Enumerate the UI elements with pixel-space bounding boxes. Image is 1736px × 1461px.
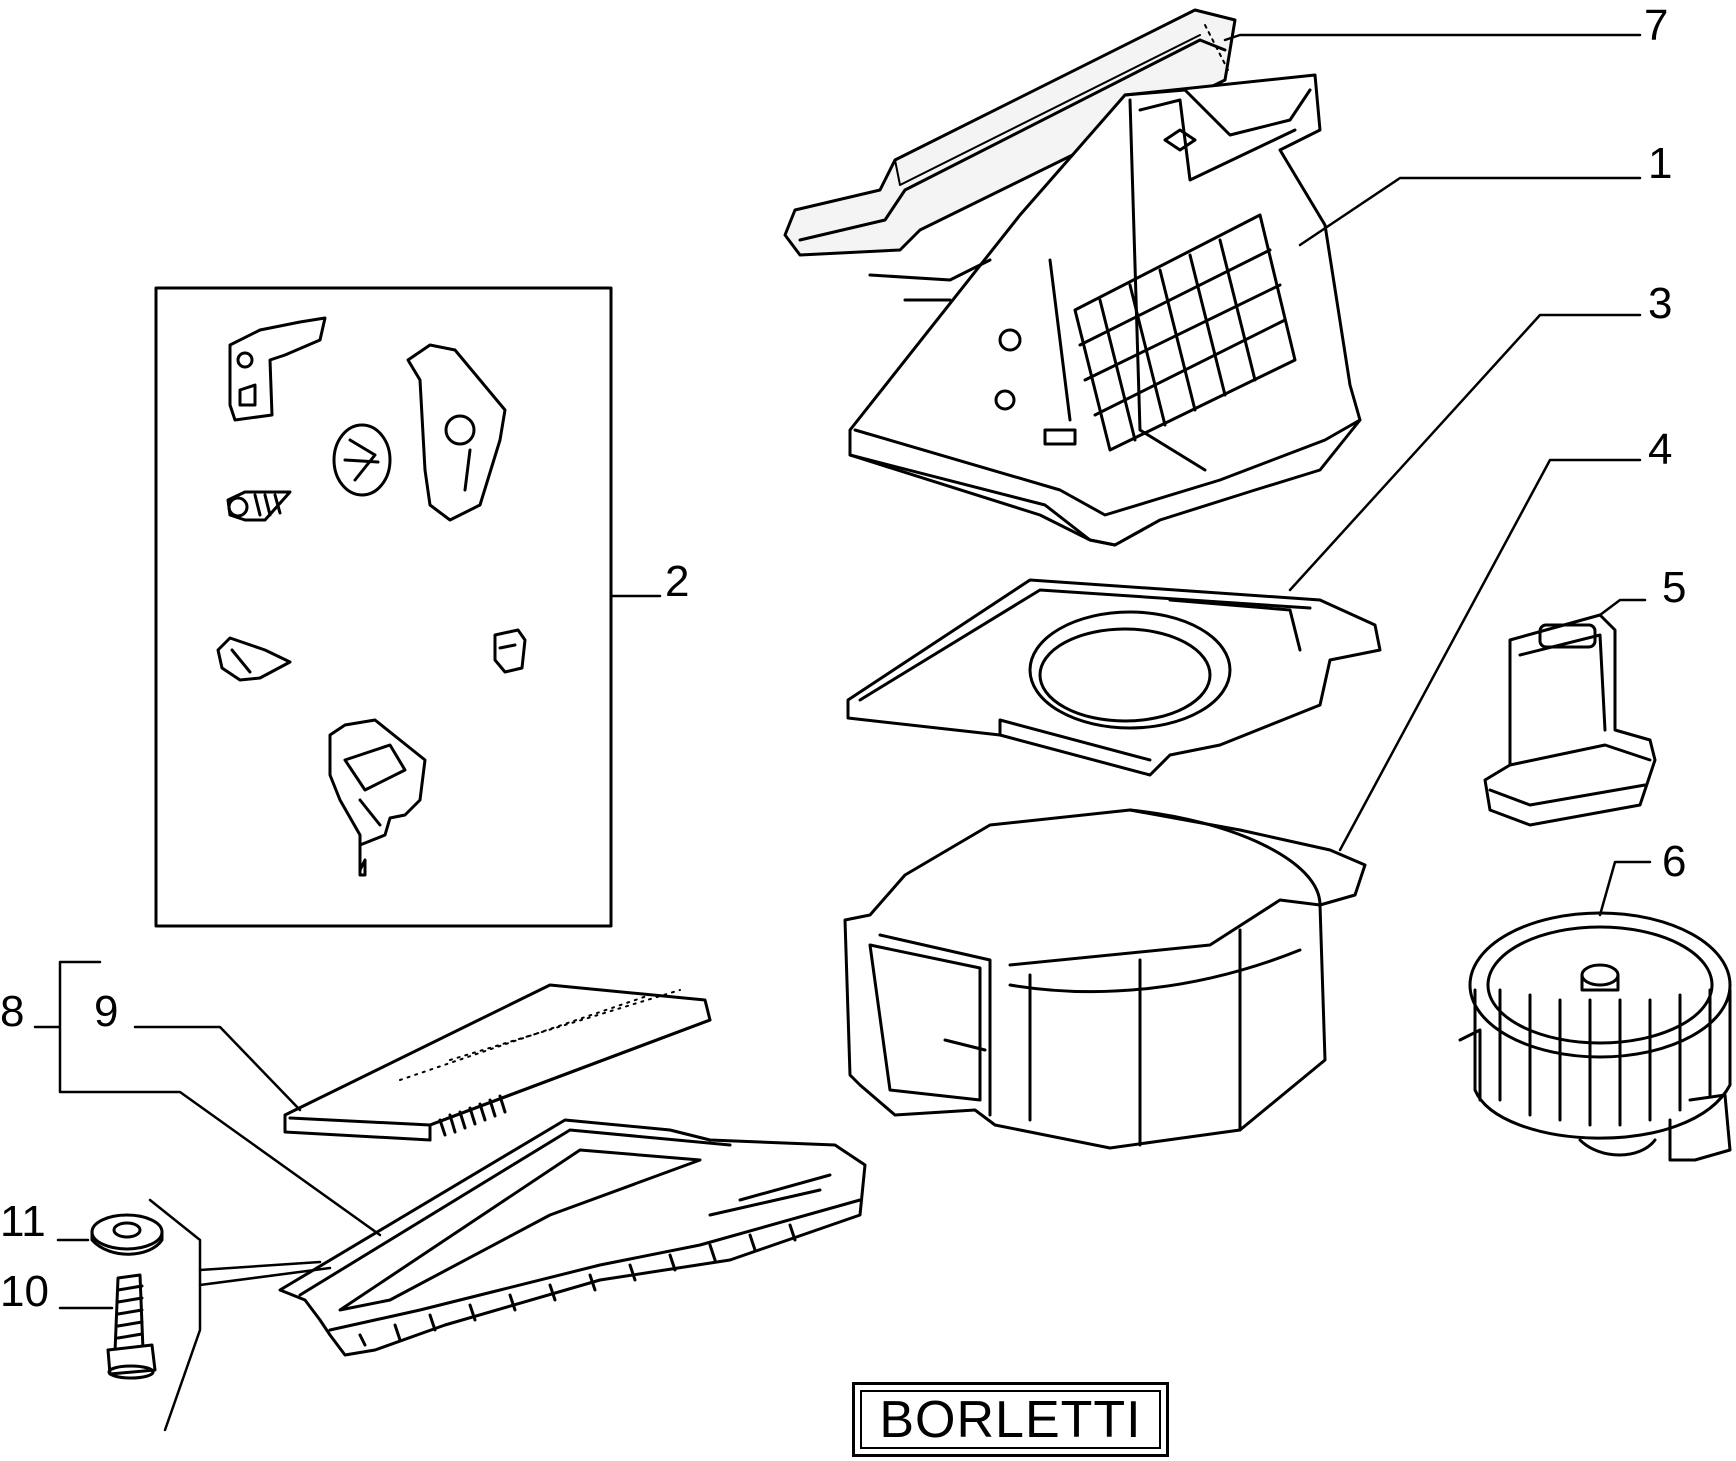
leader-lines: [33, 33, 1652, 1432]
part-11-washer: [90, 1213, 164, 1256]
part-7-foam-seal: [783, 8, 1237, 257]
part-10-screw: [106, 1273, 157, 1380]
leader-3: [1288, 313, 1642, 592]
callout-11: 11: [0, 1197, 46, 1246]
part-8-filter-tray: [278, 1118, 867, 1357]
callout-4: 4: [1648, 425, 1673, 474]
part-9-filter: [283, 983, 712, 1142]
part-5-resistor: [1483, 613, 1657, 827]
brand-label: BORLETTI: [879, 1390, 1142, 1449]
callout-3: 3: [1648, 279, 1673, 328]
leader-8: [33, 960, 382, 1237]
callout-5: 5: [1662, 563, 1687, 612]
callout-1: 1: [1648, 139, 1673, 188]
brand-label-box: BORLETTI: [852, 1382, 1169, 1457]
callout-9: 9: [94, 987, 119, 1036]
callout-6: 6: [1662, 837, 1687, 886]
callout-7: 7: [1644, 1, 1669, 50]
leader-5: [1598, 598, 1647, 617]
leader-7: [1223, 33, 1642, 42]
part-2-hardware-kit: [154, 286, 613, 928]
leader-4: [1338, 458, 1642, 852]
leader-9: [133, 1025, 302, 1112]
callout-8: 8: [0, 987, 25, 1036]
bracket-links: [198, 1260, 332, 1287]
part-6-blower-motor: [1458, 911, 1732, 1162]
part-1-upper-housing: [848, 73, 1362, 547]
callout-10: 10: [0, 1267, 49, 1316]
leader-1: [1298, 176, 1642, 247]
leader-6: [1598, 860, 1652, 917]
part-3-gasket-plate: [846, 578, 1382, 777]
part-4-blower-housing: [843, 808, 1367, 1150]
callout-2: 2: [665, 557, 690, 606]
